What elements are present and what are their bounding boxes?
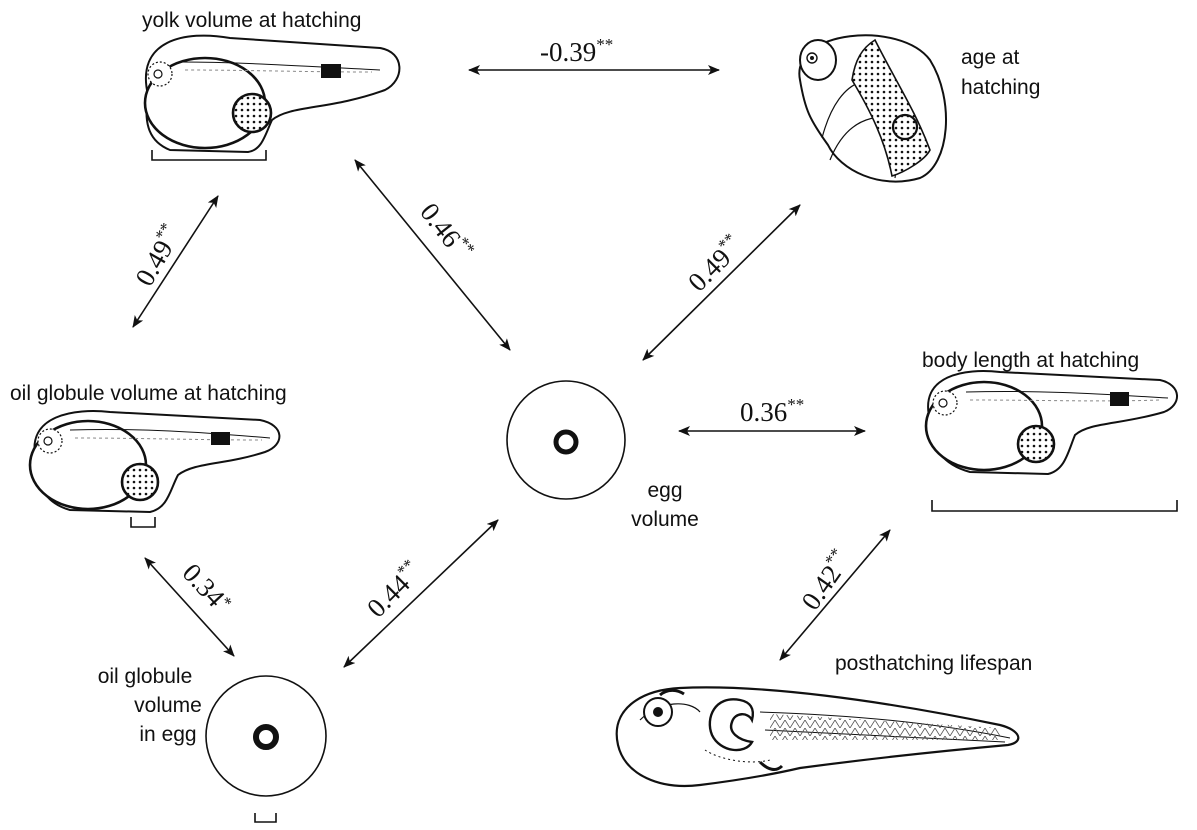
body-length-label: body length at hatching xyxy=(922,349,1139,372)
oil-egg-label-line1: oil globule xyxy=(98,665,193,688)
corr-age-egg: 0.49** xyxy=(681,229,749,297)
age-label-line2: hatching xyxy=(961,76,1040,99)
corr-body-lifespan-value: 0.42 xyxy=(795,560,847,616)
corr-yolk-egg: 0.46** xyxy=(414,196,479,266)
larva-lifespan-drawing xyxy=(617,687,1019,786)
arrow-yolk-egg xyxy=(355,160,510,350)
corr-yolk-oil-value: 0.49 xyxy=(129,235,179,291)
oil-globule-hatching-label: oil globule volume at hatching xyxy=(10,382,287,405)
corr-oil-oilegg: 0.34* xyxy=(177,558,237,619)
oil-hatching-scale-bracket xyxy=(131,517,155,527)
larva-oil-hatching-drawing xyxy=(30,411,279,512)
egg-label-line2: volume xyxy=(631,508,699,531)
corr-oilegg-egg: 0.44** xyxy=(360,555,428,623)
arrow-age-egg xyxy=(643,205,800,360)
corr-egg-body-sig: ** xyxy=(787,395,804,414)
corr-egg-body-value: 0.36 xyxy=(740,397,787,427)
age-label-line1: age at xyxy=(961,46,1020,69)
body-length-scale-bracket xyxy=(932,500,1177,511)
corr-yolk-age: -0.39** xyxy=(540,35,613,67)
oil-egg-label-line3: in egg xyxy=(139,723,196,746)
corr-yolk-age-value: -0.39 xyxy=(540,37,596,67)
oil-egg-label-line2: volume xyxy=(134,694,202,717)
posthatching-lifespan-label: posthatching lifespan xyxy=(835,652,1032,675)
oil-egg-scale-bracket xyxy=(255,813,276,822)
yolk-volume-label: yolk volume at hatching xyxy=(142,9,361,32)
egg-label-line1: egg xyxy=(647,479,682,502)
egg-drawing xyxy=(507,381,625,499)
arrow-oil-egg-egg xyxy=(344,520,498,667)
corr-yolk-oil: 0.49** xyxy=(127,219,187,291)
corr-egg-body: 0.36** xyxy=(740,395,804,427)
corr-yolk-age-sig: ** xyxy=(596,35,613,54)
larva-yolk-drawing xyxy=(145,36,399,152)
embryo-age-drawing xyxy=(799,35,946,181)
oil-egg-drawing xyxy=(206,676,326,796)
larva-body-length-drawing xyxy=(926,371,1177,474)
